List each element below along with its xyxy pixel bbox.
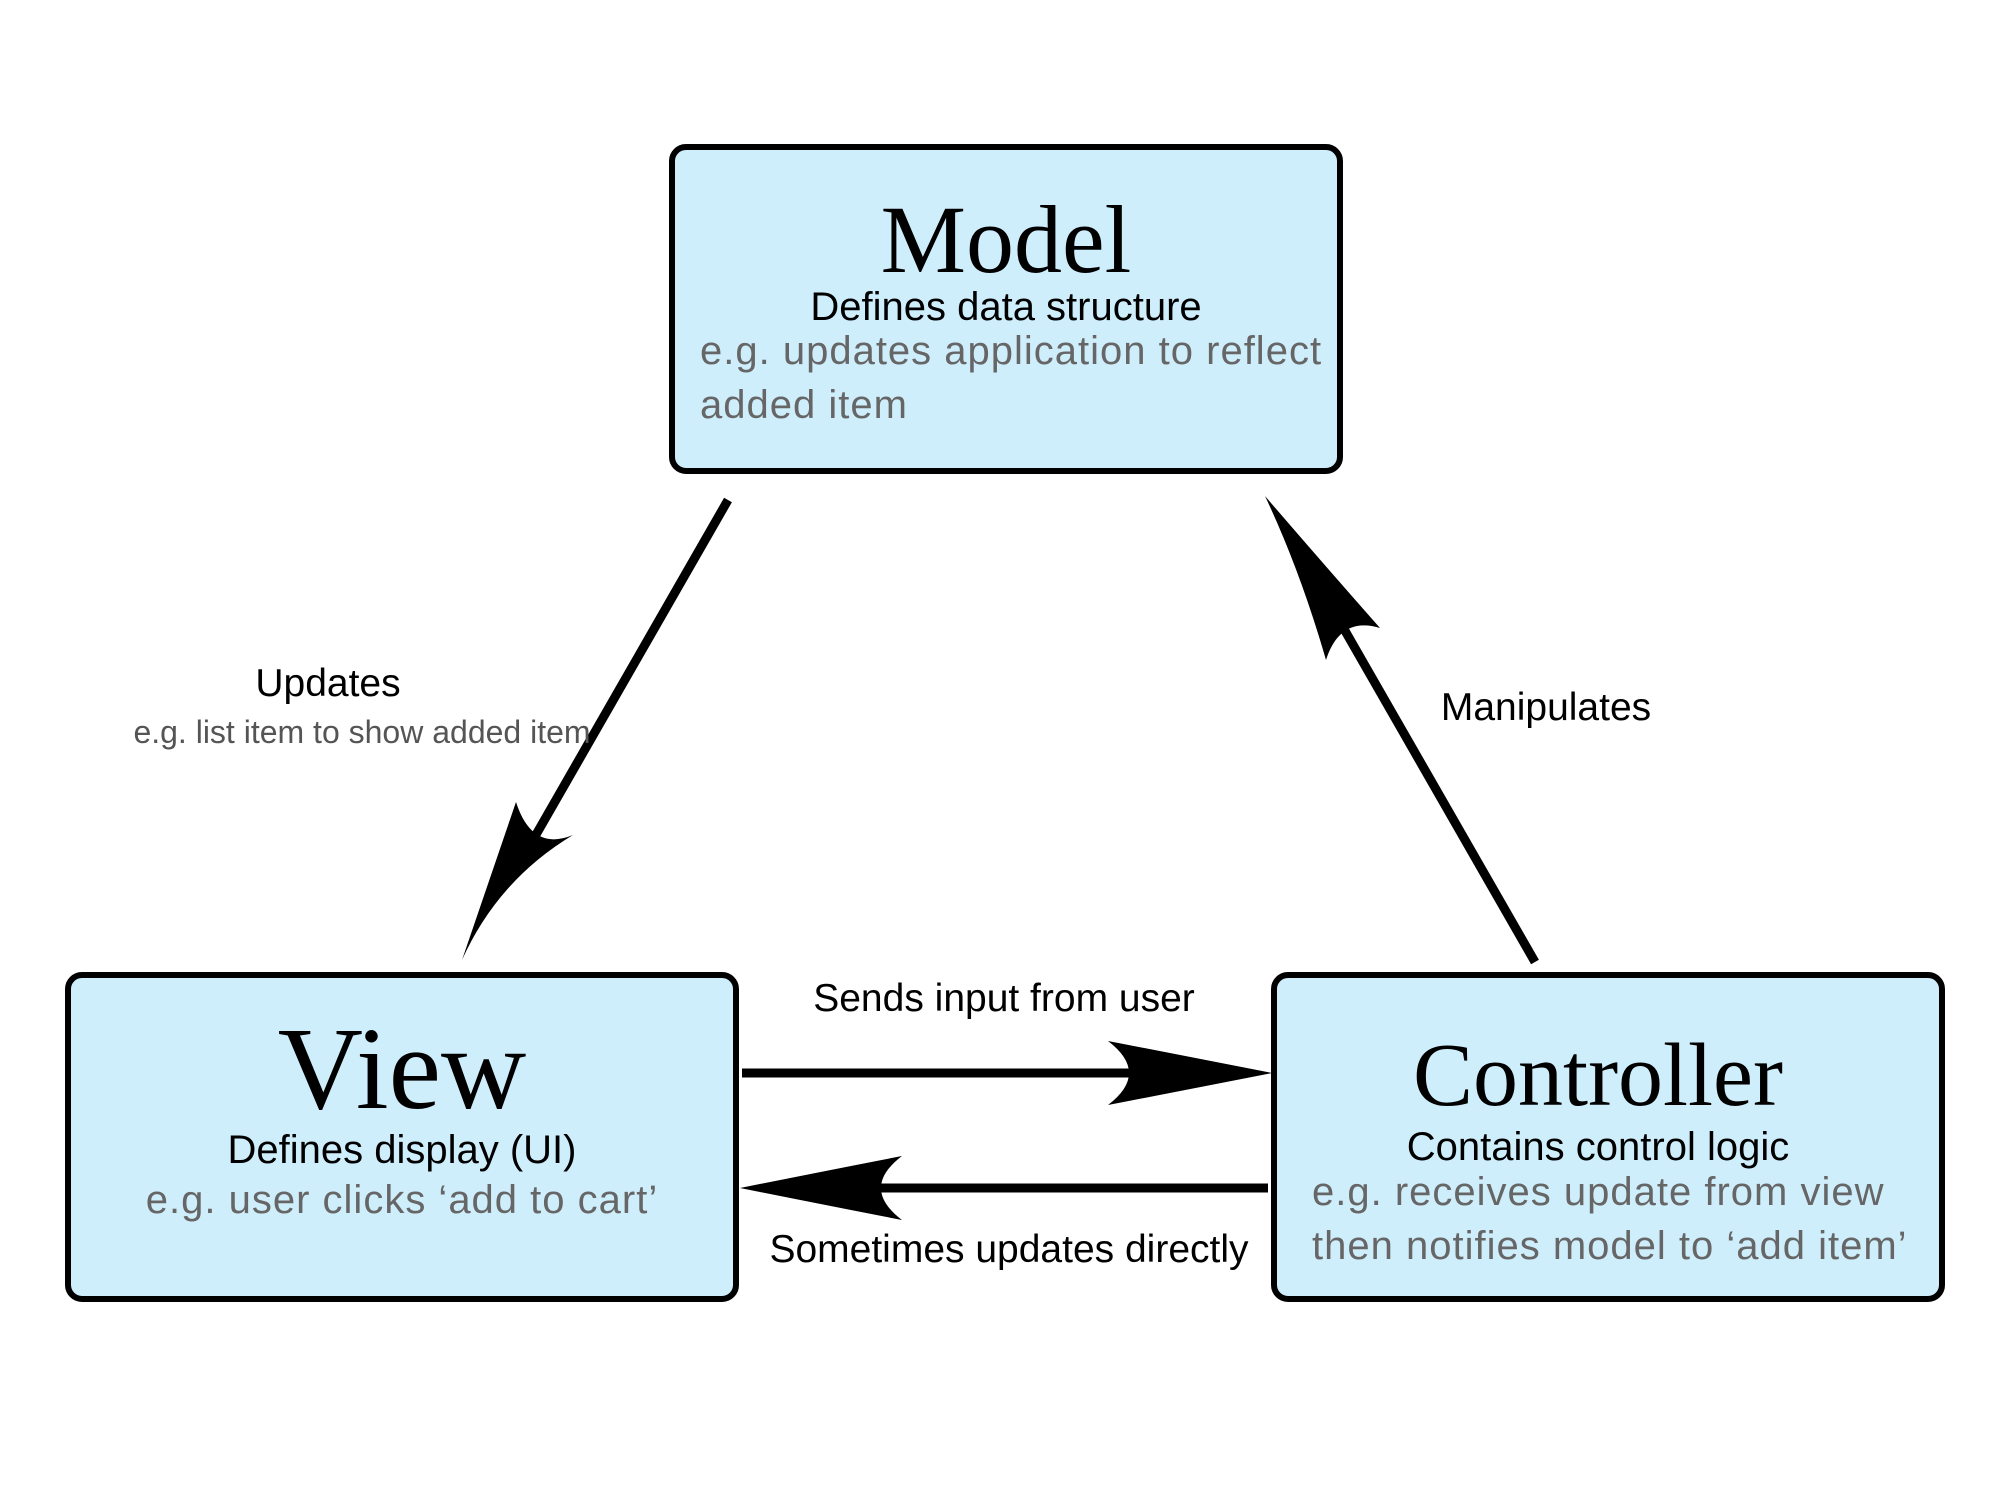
controller-box	[1271, 972, 1945, 1302]
edge-model-to-view-arrowhead	[462, 802, 573, 960]
view-example-line-1: e.g. user clicks ‘add to cart’	[146, 1178, 658, 1222]
view-subtitle: Defines display (UI)	[227, 1128, 576, 1172]
model-box	[669, 144, 1343, 474]
model-example-line-2: added item	[700, 383, 908, 427]
edge-controller-to-model: Manipulates	[1265, 496, 1651, 965]
controller-example-line-1: e.g. receives update from view	[1312, 1170, 1884, 1214]
edge-view-to-controller-arrowhead	[1108, 1041, 1272, 1105]
controller-example-line-2: then notifies model to ‘add item’	[1312, 1224, 1908, 1268]
model-subtitle: Defines data structure	[810, 285, 1201, 329]
edge-controller-to-view: Sometimes updates directly	[740, 1156, 1268, 1271]
controller-subtitle: Contains control logic	[1407, 1125, 1789, 1169]
edge-controller-to-view-arrowhead	[740, 1156, 902, 1220]
view-node: View Defines display (UI) e.g. user clic…	[65, 972, 739, 1302]
controller-node: Controller Contains control logic e.g. r…	[1271, 972, 1945, 1302]
model-node: Model Defines data structure e.g. update…	[669, 144, 1343, 474]
model-title: Model	[881, 186, 1132, 293]
view-box	[65, 972, 739, 1302]
edge-controller-to-model-label: Manipulates	[1441, 686, 1651, 729]
edge-model-to-view-label: Updates	[255, 662, 400, 705]
edge-view-to-controller: Sends input from user	[742, 977, 1272, 1105]
edge-model-to-view-line	[506, 497, 732, 883]
model-example-line-1: e.g. updates application to reflect	[700, 329, 1322, 373]
edge-controller-to-model-arrowhead	[1265, 496, 1380, 660]
edge-controller-to-view-label: Sometimes updates directly	[769, 1228, 1249, 1271]
edge-view-to-controller-label: Sends input from user	[813, 977, 1195, 1020]
edge-controller-to-model-line	[1336, 619, 1539, 965]
view-title: View	[278, 1003, 527, 1134]
edge-model-to-view: Updates e.g. list item to show added ite…	[133, 497, 732, 960]
edge-model-to-view-sublabel: e.g. list item to show added item	[133, 714, 590, 750]
controller-title: Controller	[1413, 1026, 1783, 1125]
